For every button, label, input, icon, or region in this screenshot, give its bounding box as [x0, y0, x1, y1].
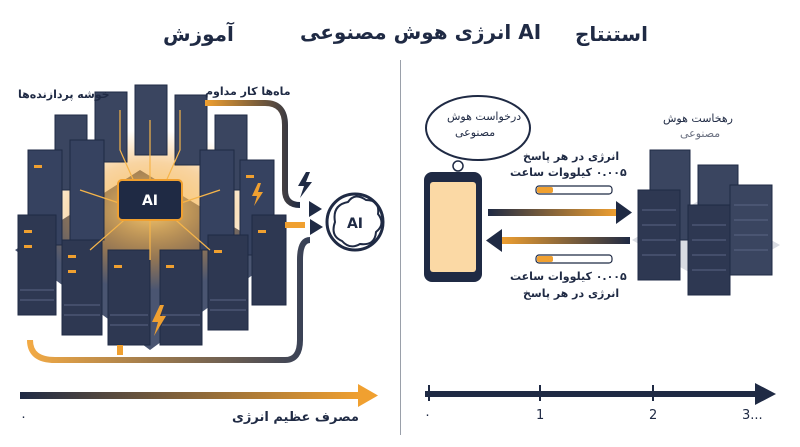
request-arrow: [488, 201, 632, 224]
training-axis-start: ۰: [20, 410, 27, 425]
cluster-label: خوشه پردازنده‌ها: [18, 88, 110, 101]
inference-scale-axis: [425, 383, 776, 405]
main-title: AI انرژی هوش مصنوعی: [300, 20, 542, 44]
bubble-text-line2: مصنوعی: [455, 126, 496, 139]
flow-arrowhead: [310, 219, 323, 235]
training-axis-label: مصرف عظیم انرژی: [232, 410, 359, 425]
flow-arrowhead: [309, 201, 322, 217]
bottom-energy-label-line1: ۰.۰۰۵ کیلووات ساعت: [510, 270, 627, 283]
training-title: آموزش: [163, 22, 234, 46]
top-energy-label-line2: ۰.۰۰۵ کیلووات ساعت: [510, 166, 627, 179]
energy-meter-top: [535, 185, 613, 195]
server-label-line2: مصنوعی: [680, 127, 721, 140]
energy-meter-bottom: [535, 254, 613, 264]
bubble-text-line1: درخواست هوش: [447, 110, 522, 123]
top-energy-label-line1: انرژی در هر پاسخ: [523, 150, 620, 163]
section-divider: [400, 60, 401, 435]
inference-title: استنتاج: [575, 22, 648, 46]
server-cluster: [15, 84, 287, 350]
server-rack-middle-row: [27, 139, 275, 256]
axis-tick-2: 2: [649, 408, 658, 423]
server-slot-lines: [20, 289, 246, 326]
continuous-work-label: ماه‌ها کار مداوم: [205, 85, 291, 98]
smartphone-icon: [424, 172, 482, 282]
training-flow-lines: [27, 100, 311, 363]
response-arrow: [486, 229, 630, 252]
ai-chip-label: AI: [142, 193, 158, 209]
lightning-icon: [152, 305, 166, 336]
lightning-icon: [252, 183, 263, 206]
ai-brain-icon: [325, 192, 385, 252]
axis-tick-3: 3...: [742, 408, 763, 423]
ai-brain-label: AI: [347, 216, 363, 232]
lightning-icon: [298, 172, 312, 198]
server-label-line1: رهخاست هوش: [663, 112, 733, 125]
server-indicator-lights: [24, 165, 266, 273]
inference-servers: [632, 149, 780, 296]
axis-tick-1: 1: [536, 408, 545, 423]
training-energy-axis: [20, 384, 378, 407]
axis-tick-0: ۰: [424, 408, 431, 423]
ai-chip: [117, 179, 183, 221]
bottom-energy-label-line2: انرژی در هر پاسخ: [523, 287, 620, 300]
